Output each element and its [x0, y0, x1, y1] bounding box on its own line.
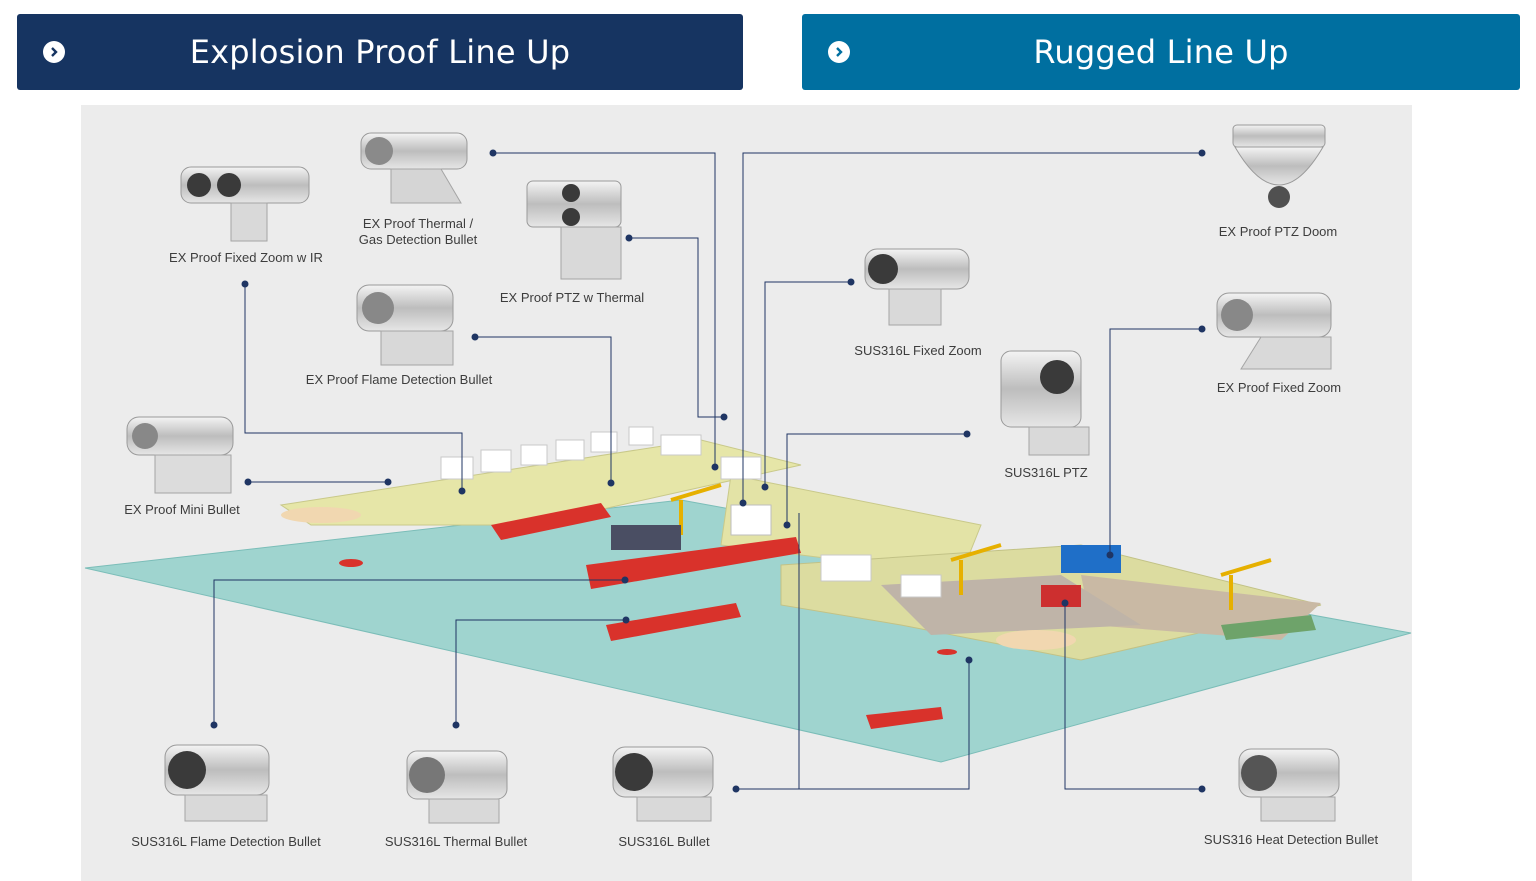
product-label-ex-fixed-zoom-ir[interactable]: EX Proof Fixed Zoom w IR [169, 250, 323, 265]
port-scene-diagram: EX Proof Fixed Zoom w IR EX Proof Therma… [81, 105, 1412, 881]
ex-thermal-gas-camera-icon [360, 132, 468, 204]
product-label-sus316-heat-bullet[interactable]: SUS316 Heat Detection Bullet [1203, 832, 1379, 847]
product-label-ex-thermal-gas-line1[interactable]: EX Proof Thermal / [362, 216, 474, 231]
product-label-sus316l-bullet[interactable]: SUS316L Bullet [618, 834, 710, 849]
ex-ptz-thermal-camera-icon [526, 180, 622, 280]
ex-mini-bullet-camera-icon [126, 416, 234, 494]
explosion-proof-lineup-button[interactable]: Explosion Proof Line Up [17, 14, 743, 90]
ex-fixed-zoom-ir-camera-icon [180, 166, 310, 242]
product-label-ex-fixed-zoom[interactable]: EX Proof Fixed Zoom [1216, 380, 1342, 395]
sus316l-bullet-camera-icon [612, 746, 714, 822]
product-label-ex-ptz-doom[interactable]: EX Proof PTZ Doom [1218, 224, 1338, 239]
explosion-proof-lineup-label: Explosion Proof Line Up [189, 33, 571, 71]
product-label-ex-mini-bullet[interactable]: EX Proof Mini Bullet [124, 502, 240, 517]
sus316l-thermal-bullet-camera-icon [406, 750, 508, 824]
sus316l-fixed-zoom-camera-icon [864, 248, 970, 326]
ex-fixed-zoom-camera-icon [1216, 292, 1332, 370]
product-label-sus316l-flame-bullet[interactable]: SUS316L Flame Detection Bullet [131, 834, 321, 849]
product-label-sus316l-fixed-zoom[interactable]: SUS316L Fixed Zoom [854, 343, 982, 358]
chevron-right-circle-icon [828, 41, 850, 63]
product-label-sus316l-thermal-bullet[interactable]: SUS316L Thermal Bullet [384, 834, 528, 849]
ex-flame-detection-camera-icon [356, 284, 454, 366]
rugged-lineup-button[interactable]: Rugged Line Up [802, 14, 1520, 90]
rugged-lineup-label: Rugged Line Up [1033, 33, 1289, 71]
product-label-ex-thermal-gas-line2[interactable]: Gas Detection Bullet [358, 232, 478, 247]
product-label-ex-flame-detection[interactable]: EX Proof Flame Detection Bullet [305, 372, 493, 387]
chevron-right-circle-icon [43, 41, 65, 63]
product-label-ex-ptz-thermal[interactable]: EX Proof PTZ w Thermal [499, 290, 645, 305]
sus316l-flame-bullet-camera-icon [164, 744, 270, 822]
port-illustration [84, 124, 1412, 824]
ex-ptz-doom-camera-icon [1232, 124, 1326, 208]
product-label-sus316l-ptz[interactable]: SUS316L PTZ [1004, 465, 1088, 480]
sus316l-ptz-camera-icon [1000, 350, 1090, 456]
sus316-heat-bullet-camera-icon [1238, 748, 1340, 822]
